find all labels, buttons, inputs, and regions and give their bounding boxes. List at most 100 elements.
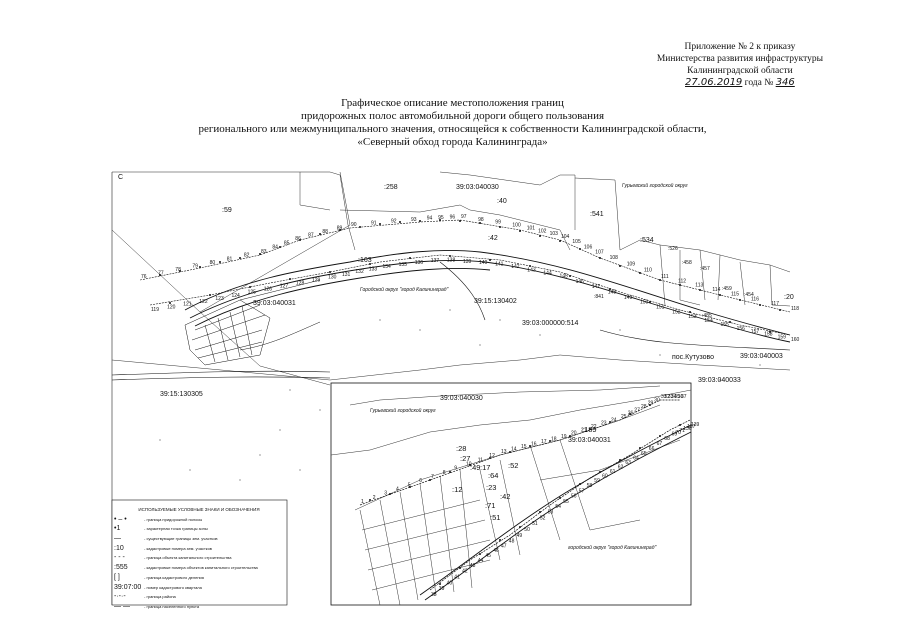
inset-point-number: 35 [674, 394, 680, 400]
boundary-point-number: 133 [369, 266, 378, 272]
boundary-point-number: 145 [560, 274, 569, 280]
boundary-point-number: 144 [543, 271, 552, 277]
boundary-point-number: 121 [183, 302, 192, 308]
inset-point-number: 23 [601, 421, 607, 427]
boundary-point-number: 116 [751, 296, 759, 302]
inset-point-number: 8 [443, 470, 446, 476]
inset-point-number: 12 [489, 453, 495, 459]
inset-point-number: 71 [679, 428, 685, 434]
boundary-point-number: 76 [141, 274, 147, 280]
inset-point-number: 56 [571, 494, 577, 500]
inset-point-number: 61 [610, 469, 616, 475]
legend-row: [ ]- граница кадастрового деления [114, 573, 284, 583]
boundary-point-number: 113 [695, 283, 703, 289]
boundary-point-number: 149 [624, 295, 633, 301]
legend-symbol: 39:07:00 [114, 583, 142, 591]
cadastral-q3: 39:15:130402 [474, 298, 517, 305]
boundary-point-number: 83 [261, 249, 267, 255]
boundary-point-number: 136 [415, 260, 424, 266]
boundary-point-number: 143 [527, 267, 536, 273]
cadastral-q6: 39:03:040033 [698, 377, 741, 384]
boundary-point-number: 139 [463, 259, 472, 265]
appendix-date-row: 27.06.2019 года № 346 [657, 77, 823, 89]
boundary-point-number: 108 [610, 255, 619, 261]
boundary-point-number: 118 [791, 306, 799, 312]
inset-parcel-52: :52 [508, 461, 518, 470]
inset-label-kaliningrad: городской округ "город Калининград" [568, 544, 656, 551]
boundary-point-number: 128 [296, 280, 305, 286]
boundary-point-number: 160 [791, 337, 800, 343]
boundary-point-number: 156 [737, 326, 746, 332]
legend-frame [111, 499, 288, 606]
inset-point-number: 28 [641, 404, 647, 410]
legend: ИСПОЛЬЗУЕМЫЕ УСЛОВНЫЕ ЗНАКИ И ОБОЗНАЧЕНИ… [114, 505, 284, 612]
boundary-point-number: 141 [495, 262, 504, 268]
parcel-459: :459 [722, 286, 732, 292]
legend-row: — —- граница населенного пункта [114, 602, 284, 612]
boundary-point-number: 123 [215, 296, 224, 302]
inset-parcel-189: :189 [582, 425, 597, 434]
boundary-point-number: 103 [550, 231, 559, 237]
legend-symbol: -·-·- [114, 593, 126, 601]
cadastral-q7: 39:15:130305 [160, 391, 203, 398]
inset-point-number: 70 [675, 430, 681, 436]
boundary-point-number: 82 [244, 253, 250, 259]
legend-rows: • – •- граница придорожной полосы•1- хар… [114, 515, 284, 612]
boundary-point-number: 132 [355, 269, 364, 275]
legend-symbol: — — [114, 602, 130, 610]
road-northern-bypass [184, 250, 791, 343]
boundary-point-number: 80 [210, 260, 216, 266]
inset-point-number: 13 [501, 449, 507, 455]
inset-point-number: 1 [361, 499, 364, 505]
legend-row: :555- кадастровые номера объектов капита… [114, 563, 284, 573]
inset-point-number: 17 [541, 439, 547, 445]
boundary-point-number: 134 [383, 264, 392, 270]
inset-road [419, 424, 692, 601]
legend-text: - граница объекта капитального строитель… [144, 555, 232, 561]
cadastral-q1: 39:03:040030 [456, 184, 499, 191]
inset-point-number: 45 [485, 553, 491, 559]
boundary-point-number: 127 [280, 283, 289, 289]
boundary-point-number: 131 [342, 272, 351, 278]
cadastral-q2: 39:03:040031 [253, 300, 296, 307]
boundary-point-number: 104 [561, 234, 570, 240]
inset-point-number: 136 [683, 426, 692, 432]
inset-point-number: 4 [396, 487, 399, 493]
inset-point-number: 2 [373, 495, 376, 501]
parcel-59: :59 [222, 207, 232, 214]
legend-text: - существующие границы зем. участков [144, 536, 218, 542]
main-map-labels: С Гурьевский городской округ Городской о… [118, 174, 794, 398]
legend-row: - - -- граница объекта капитального стро… [114, 553, 284, 563]
inset-boundary-points [369, 404, 681, 585]
parcel-20: :20 [784, 294, 794, 301]
legend-symbol: :10 [114, 544, 124, 552]
inset-point-number: 51 [532, 521, 538, 527]
parcel-841: :841 [594, 294, 604, 300]
legend-title: ИСПОЛЬЗУЕМЫЕ УСЛОВНЫЕ ЗНАКИ И ОБОЗНАЧЕНИ… [138, 507, 260, 512]
boundary-point-number: 148 [608, 290, 617, 296]
boundary-point-number: 147 [592, 284, 601, 290]
inset-point-number: 137 [687, 424, 696, 430]
boundary-point-number: 150 [640, 300, 649, 306]
label-kaliningrad-district: Городской округ "город Калининград" [360, 286, 448, 293]
boundary-point-number: 109 [627, 261, 636, 267]
inset-parcel-17: :17 [480, 463, 490, 472]
inset-point-number: 52 [540, 515, 546, 521]
boundary-point-number: 153 [688, 314, 697, 320]
inset-point-number: 27 [634, 407, 640, 413]
boundary-point-number: 114 [712, 287, 720, 293]
inset-point-number: 3 [384, 491, 387, 497]
inset-point-number: 33 [668, 394, 674, 400]
boundary-point-number: 155 [721, 322, 730, 328]
inset-parcel-boundaries [330, 385, 692, 606]
parcel-485: :485 [702, 313, 712, 319]
document-title: Графическое описание местоположения гран… [0, 97, 905, 149]
boundary-point-number: 115 [731, 291, 739, 297]
interchange-cluster [184, 279, 321, 366]
boundary-point-number: 138 [447, 258, 456, 264]
inset-point-number: 139 [691, 422, 700, 428]
boundary-point-number: 125 [248, 290, 257, 296]
north-marker: С [118, 174, 123, 181]
